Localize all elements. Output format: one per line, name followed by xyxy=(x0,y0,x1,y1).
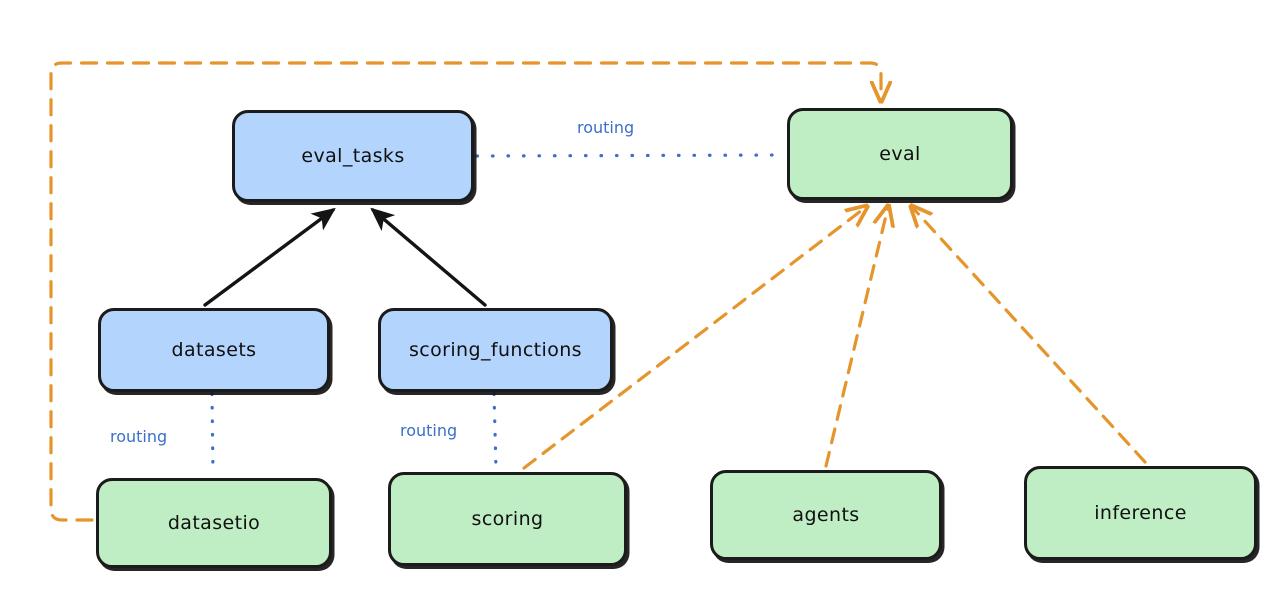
node-eval-tasks[interactable]: eval_tasks xyxy=(232,110,474,202)
edge-scoring-functions-to-eval-tasks xyxy=(370,207,487,307)
node-inference[interactable]: inference xyxy=(1024,466,1257,560)
node-scoring-functions[interactable]: scoring_functions xyxy=(378,308,613,392)
node-scoring[interactable]: scoring xyxy=(388,472,627,566)
node-eval-tasks-label: eval_tasks xyxy=(301,145,405,167)
node-agents[interactable]: agents xyxy=(710,470,942,560)
edge-label-routing-datasets-datasetio: routing xyxy=(110,427,168,446)
node-datasets-label: datasets xyxy=(171,339,257,361)
dependency-edges xyxy=(49,61,1147,522)
edge-eval-tasks-to-eval xyxy=(475,153,785,158)
edge-agents-to-eval xyxy=(824,207,888,468)
node-datasetio[interactable]: datasetio xyxy=(96,478,332,568)
composition-edges xyxy=(203,207,487,307)
edge-datasets-to-eval-tasks xyxy=(203,207,336,307)
node-datasetio-label: datasetio xyxy=(167,512,261,534)
node-inference-label: inference xyxy=(1094,502,1187,524)
node-datasets[interactable]: datasets xyxy=(98,308,330,392)
edge-label-routing-scoring-functions-scoring: routing xyxy=(400,421,458,440)
node-agents-label: agents xyxy=(792,504,860,526)
node-scoring-functions-label: scoring_functions xyxy=(409,339,582,361)
edge-scoring-functions-to-scoring xyxy=(492,392,498,471)
edge-datasets-to-datasetio xyxy=(210,392,215,476)
edge-datasetio-to-eval xyxy=(49,61,881,522)
routing-edges xyxy=(210,153,785,476)
edge-inference-to-eval xyxy=(912,207,1147,464)
edge-scoring-to-eval xyxy=(522,207,866,470)
edge-label-routing-eval-tasks-eval: routing xyxy=(577,118,635,137)
node-eval-label: eval xyxy=(879,143,921,165)
node-scoring-label: scoring xyxy=(471,508,544,530)
node-eval[interactable]: eval xyxy=(787,108,1013,200)
